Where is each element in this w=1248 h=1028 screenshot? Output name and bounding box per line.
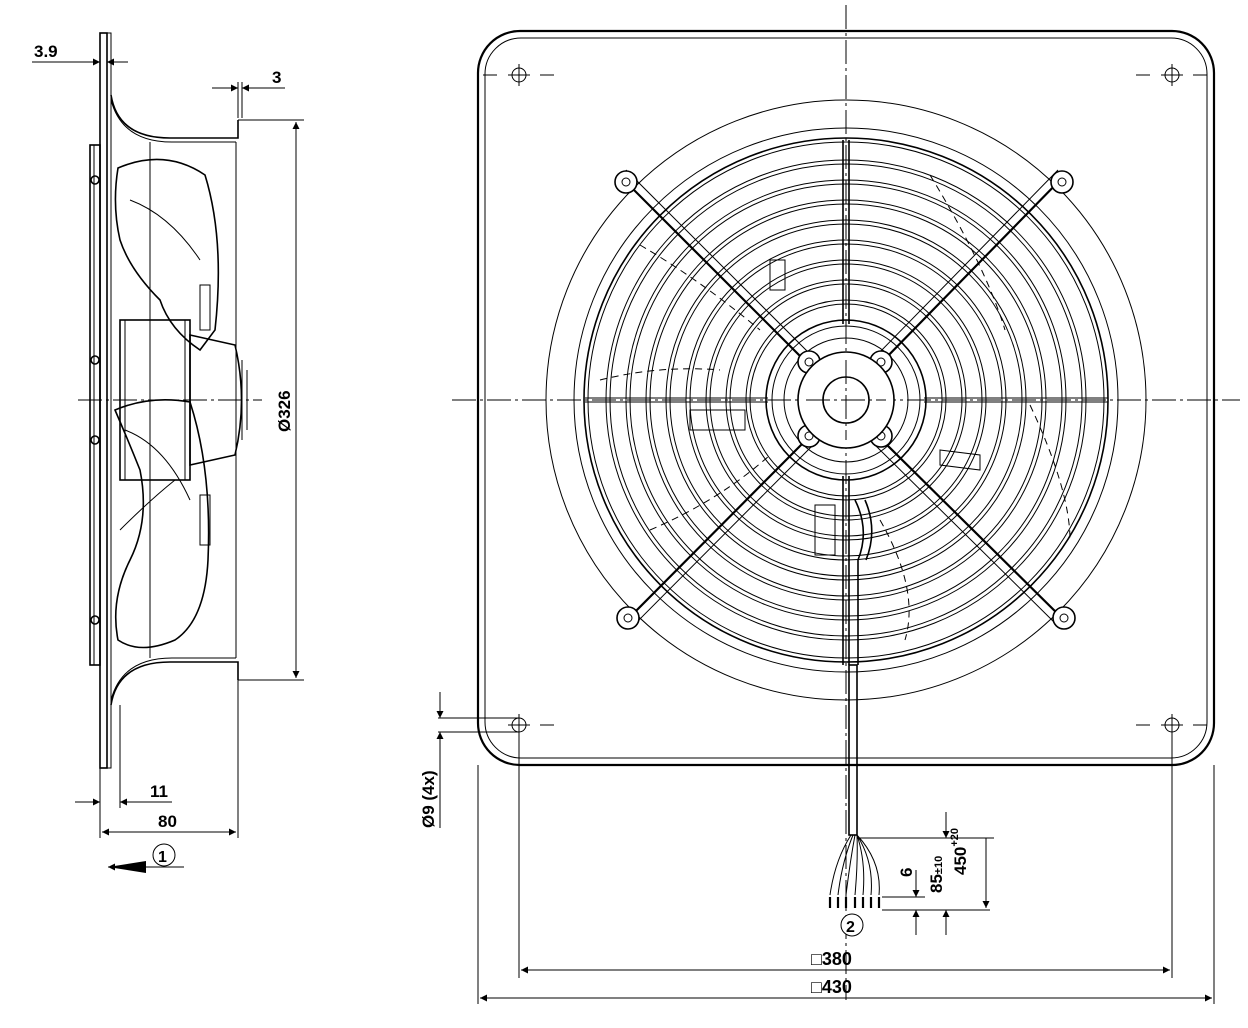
dim-offset-bottom: 11: [150, 782, 168, 801]
guard-spokes: [585, 140, 1108, 665]
cable-strands: [829, 834, 880, 896]
mounting-hole-bottom-left: [508, 714, 554, 736]
dim-diameter: Ø326: [275, 390, 294, 432]
side-view: 3.9 3 Ø326 11 80 1: [32, 32, 304, 873]
dim-flange-thickness: 3.9: [34, 42, 58, 61]
cable-marker-circle: [840, 913, 864, 937]
mounting-hole-bottom-right: [1136, 714, 1207, 736]
guard-rings: [583, 137, 1109, 663]
airflow-marker-circle: [152, 843, 176, 867]
front-view: 2 6 85±10 450+20 Ø9 (4x) □380 □430: [419, 5, 1240, 1004]
dim-strand-length: 85±10: [927, 856, 946, 893]
cable-ends: [828, 897, 881, 908]
side-shroud-bottom: [110, 661, 239, 706]
motor-cable-inner: [854, 499, 865, 665]
side-plate-edge: [106, 32, 112, 769]
side-blade-upper: [114, 158, 220, 352]
dim-offset-top: 3: [272, 68, 281, 87]
side-blade-lower: [113, 398, 210, 649]
dim-plate-size: □430: [811, 977, 852, 997]
front-mounting-plate: [476, 29, 1216, 767]
side-hub: [189, 334, 243, 466]
venturi-outer: [545, 99, 1147, 701]
dim-hole-pitch: □380: [811, 949, 852, 969]
dim-depth: 80: [158, 812, 177, 831]
dim-cable-length: 450+20: [949, 828, 970, 875]
mounting-struts: [619, 169, 1067, 629]
mounting-hole-top-right: [1136, 64, 1207, 86]
mounting-hole-top-left: [483, 64, 554, 86]
cable-marker-label: 2: [846, 919, 855, 936]
dim-hole-diameter: Ø9 (4x): [419, 770, 438, 828]
cable-sheath: [848, 664, 858, 836]
side-shroud-top: [110, 94, 239, 139]
side-guard-frame: [89, 144, 101, 666]
hidden-blades: [599, 174, 1071, 641]
dim-strip-length: 6: [897, 868, 916, 877]
airflow-marker-label: 1: [158, 849, 167, 866]
